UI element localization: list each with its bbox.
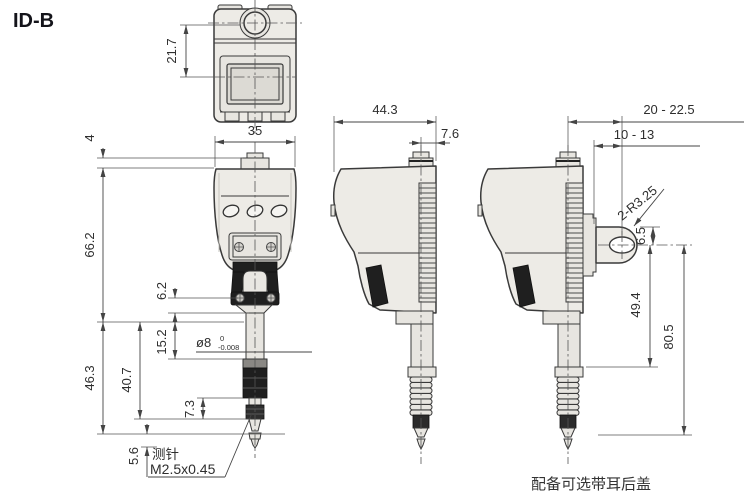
dim-hole-to-ring: 49.4: [628, 292, 643, 317]
stem-tolerance-lower: -0.008: [218, 343, 239, 352]
dim-hole-to-tip: 80.5: [661, 324, 676, 349]
neck-taper: [234, 304, 274, 314]
dim-stem-exposed: 15.2: [154, 329, 169, 354]
top-button: [270, 111, 286, 122]
dim-lug-inner-range: 10 - 13: [614, 127, 654, 142]
dim-lug-outer-range: 20 - 22.5: [643, 102, 694, 117]
button-oval: [270, 204, 288, 218]
lug-view-dimensions: 20 - 22.5 10 - 13 2-R3.25 6.5 49.4 80.5: [567, 102, 744, 436]
optional-lug-note: 配备可选带耳后盖: [531, 476, 651, 493]
spindle-stem: [410, 323, 434, 368]
front-view-dimensions: 35 4 66.2 46.3 40.7 6.2 15.2 7.3 5.6 ø8 …: [82, 123, 312, 478]
plate-screw: [234, 242, 244, 252]
dim-neck: 6.2: [154, 282, 169, 300]
side-body: [333, 165, 437, 314]
grip-ribs: [419, 187, 436, 299]
dim-body-width: 35: [248, 123, 262, 138]
front-view: [213, 142, 297, 458]
dim-cap-step: 4: [82, 134, 97, 141]
dim-tip-section: 7.3: [182, 400, 197, 418]
spindle-boss: [395, 310, 434, 325]
dim-contact-point: 5.6: [126, 447, 141, 465]
grip-rib-band: [418, 182, 437, 303]
stem-diameter-label: ø8: [196, 335, 211, 350]
dim-body-depth: 44.3: [372, 102, 397, 117]
side-view-dimensions: 44.3 7.6: [333, 102, 459, 172]
top-view: [208, 0, 302, 136]
stylus-label: 测针: [152, 447, 179, 462]
stylus-thread-label: M2.5x0.45: [150, 461, 216, 477]
dim-axis-to-back: 7.6: [441, 126, 459, 141]
housing-screw: [266, 293, 276, 303]
stylus-leader-line: [224, 412, 253, 478]
lug-back-plate: [582, 213, 597, 277]
lug-radius-leader: [633, 188, 665, 227]
side-view-copy: [477, 144, 584, 465]
dim-spindle-section: 40.7: [119, 367, 134, 392]
dim-top-view-height: 21.7: [164, 38, 179, 63]
top-view-dimensions: 21.7: [164, 24, 240, 78]
side-view-shape: [330, 145, 437, 464]
button-oval: [222, 204, 240, 218]
dim-lug-slot: 6.5: [633, 227, 648, 245]
side-view-with-lug: [477, 144, 692, 465]
plate-screw: [266, 242, 276, 252]
boot-collar: [407, 366, 437, 378]
side-button-nub: [330, 204, 336, 217]
page-title: ID-B: [13, 10, 54, 32]
dim-body-height: 66.2: [82, 232, 97, 257]
dim-lower-section: 46.3: [82, 365, 97, 390]
top-button: [224, 111, 240, 122]
stem-tolerance-upper: 0: [220, 334, 224, 343]
side-yoke: [365, 264, 389, 308]
